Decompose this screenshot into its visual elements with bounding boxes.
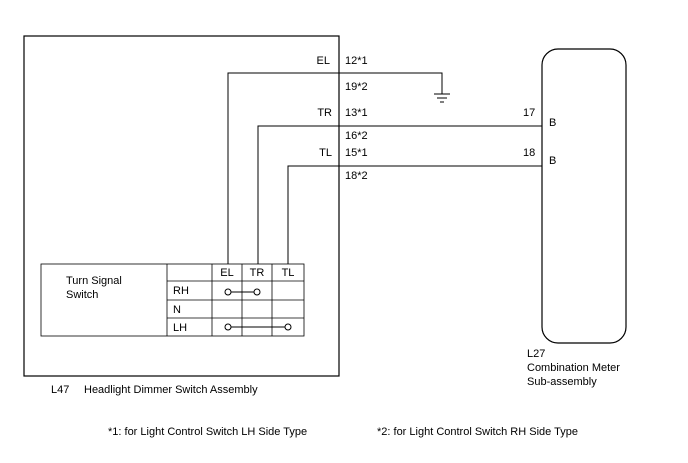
- terminal-tr-label: TR: [317, 107, 332, 119]
- meter-name-line1: Combination Meter: [527, 362, 620, 374]
- combination-meter-box: [541, 48, 627, 344]
- terminal-el-label: EL: [317, 55, 330, 67]
- meter-pin-17-label: B: [549, 117, 556, 129]
- meter-name-line2: Sub-assembly: [527, 376, 597, 388]
- wire-tl-meter: [287, 165, 542, 264]
- lh-connection: [224, 323, 292, 331]
- row-label-lh: LH: [173, 322, 187, 334]
- turn-signal-switch-table: [40, 263, 305, 337]
- footnote-1: *1: for Light Control Switch LH Side Typ…: [108, 426, 307, 438]
- terminal-tr-pin-rh: 16*2: [345, 130, 368, 142]
- meter-pin-18-number: 18: [523, 147, 535, 159]
- row-label-n: N: [173, 304, 181, 316]
- wire-el-ground: [227, 72, 443, 264]
- terminal-el-pin-rh: 19*2: [345, 81, 368, 93]
- row-label-rh: RH: [173, 285, 189, 297]
- terminal-tl-pin-rh: 18*2: [345, 170, 368, 182]
- meter-pin-17-number: 17: [523, 107, 535, 119]
- rh-connection: [224, 288, 261, 296]
- assembly-name: Headlight Dimmer Switch Assembly: [84, 384, 258, 396]
- ground-icon: [434, 93, 450, 103]
- meter-code: L27: [527, 348, 545, 360]
- terminal-tl-pin-lh: 15*1: [345, 147, 368, 159]
- dimmer-switch-assembly-box: [23, 35, 340, 377]
- switch-title-line2: Switch: [66, 289, 98, 301]
- switch-title-line1: Turn Signal: [66, 275, 122, 287]
- assembly-code: L47: [51, 384, 69, 396]
- wire-tr-meter: [257, 125, 542, 264]
- column-header-tr: TR: [250, 267, 265, 279]
- terminal-tr-pin-lh: 13*1: [345, 107, 368, 119]
- meter-pin-18-label: B: [549, 155, 556, 167]
- column-header-el: EL: [220, 267, 233, 279]
- terminal-el-pin-lh: 12*1: [345, 55, 368, 67]
- column-header-tl: TL: [282, 267, 295, 279]
- terminal-tl-label: TL: [319, 147, 332, 159]
- footnote-2: *2: for Light Control Switch RH Side Typ…: [377, 426, 578, 438]
